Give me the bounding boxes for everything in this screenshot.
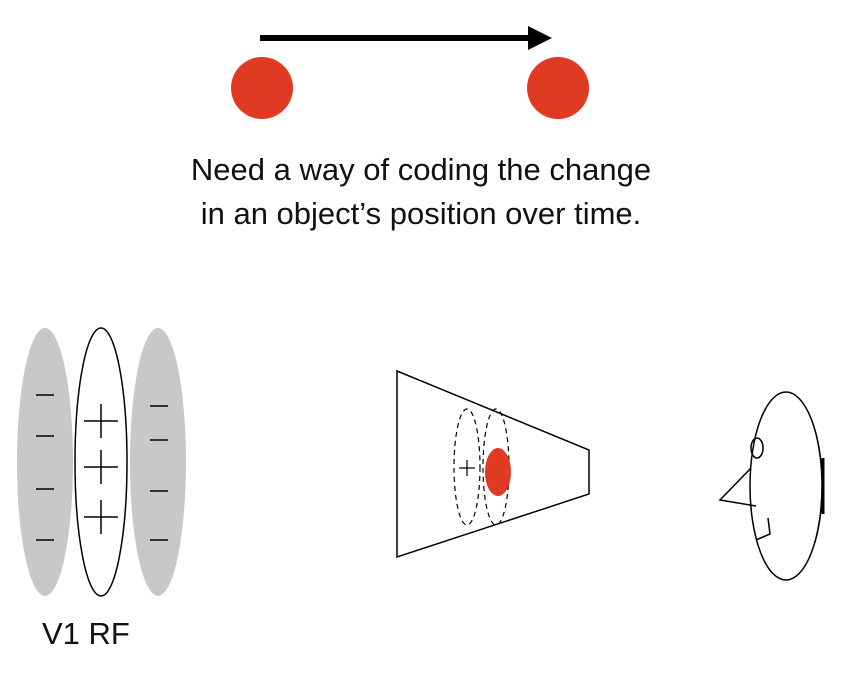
caption-line-2: in an object’s position over time. <box>200 196 642 231</box>
center-plus-signs <box>84 404 118 534</box>
v1-receptive-field <box>17 327 186 597</box>
motion-arrow <box>260 26 552 50</box>
right-minus-signs <box>150 405 168 541</box>
object-start-dot <box>231 57 293 119</box>
observer-head <box>718 391 825 581</box>
left-minus-signs <box>36 394 54 541</box>
small-plus-sign <box>459 460 475 476</box>
rf-right-surround <box>130 328 186 596</box>
caption-line-1: Need a way of coding the change <box>190 152 652 187</box>
rf-left-surround <box>17 328 73 596</box>
visual-field <box>396 369 590 559</box>
v1-rf-label: V1 RF <box>42 616 130 651</box>
rf-ellipse-left <box>453 408 481 526</box>
object-dot-in-rf <box>485 448 511 496</box>
object-end-dot <box>527 57 589 119</box>
